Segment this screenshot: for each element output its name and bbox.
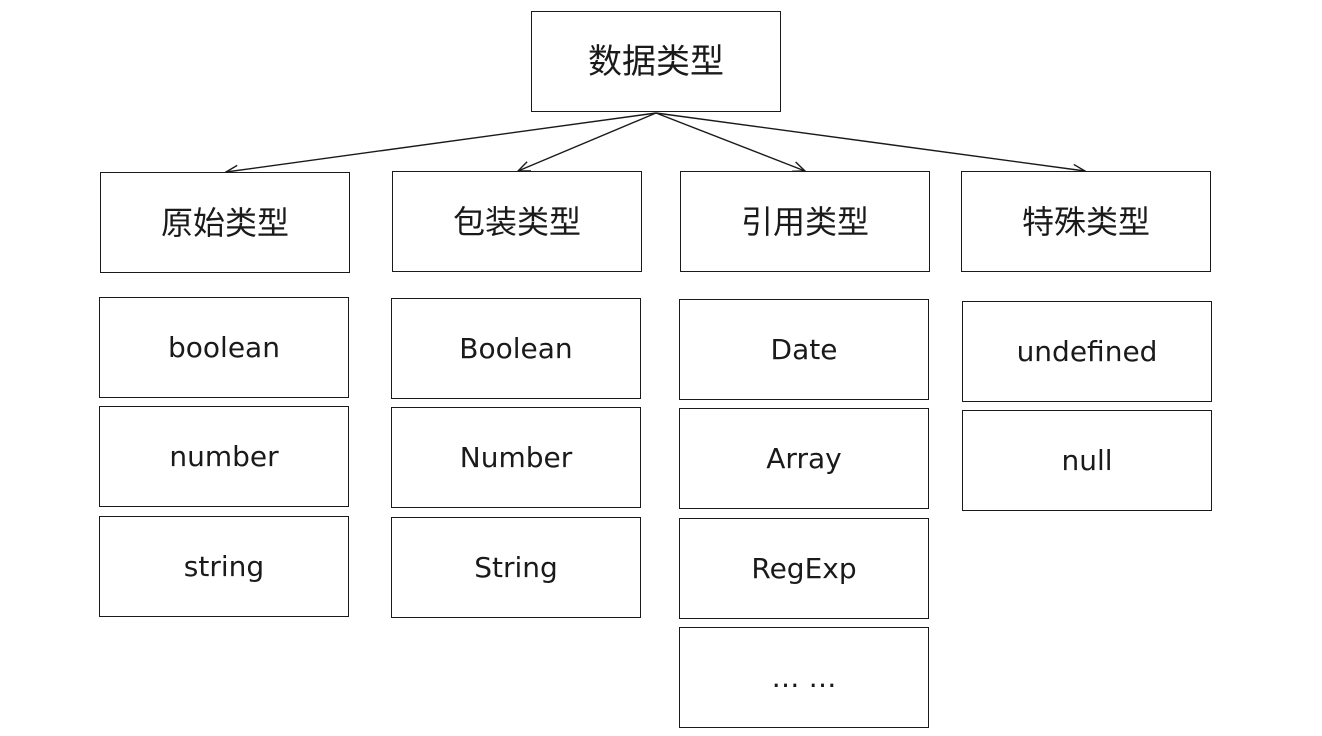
item-label: String bbox=[474, 550, 558, 584]
arrow-to-category-2 bbox=[518, 112, 657, 171]
arrow-to-category-1 bbox=[226, 112, 657, 172]
item-label: RegExp bbox=[751, 551, 857, 585]
category-box-wrapper: 包装类型 bbox=[392, 171, 642, 272]
category-label: 原始类型 bbox=[160, 203, 289, 242]
category-box-special: 特殊类型 bbox=[961, 171, 1211, 272]
item-label: undefined bbox=[1016, 334, 1158, 368]
item-label: Date bbox=[770, 332, 838, 366]
category-box-reference: 引用类型 bbox=[680, 171, 930, 272]
arrow-to-category-4 bbox=[655, 112, 1085, 171]
item-label: number bbox=[169, 439, 279, 473]
category-label: 包装类型 bbox=[452, 202, 581, 241]
root-node-label: 数据类型 bbox=[588, 41, 724, 82]
item-box: Boolean bbox=[391, 298, 641, 399]
item-box: Date bbox=[679, 299, 929, 400]
item-box: boolean bbox=[99, 297, 349, 398]
item-box: undefined bbox=[962, 301, 1212, 402]
item-label: null bbox=[1061, 443, 1113, 477]
item-label: boolean bbox=[168, 330, 280, 364]
item-label: Number bbox=[459, 440, 573, 474]
item-box: … … bbox=[679, 627, 929, 728]
item-box: Number bbox=[391, 407, 641, 508]
category-label: 引用类型 bbox=[740, 202, 869, 241]
item-label: string bbox=[183, 549, 265, 583]
item-box: Array bbox=[679, 408, 929, 509]
arrow-to-category-3 bbox=[655, 112, 805, 171]
item-box: RegExp bbox=[679, 518, 929, 619]
item-label: … … bbox=[771, 660, 837, 694]
item-box: string bbox=[99, 516, 349, 617]
root-node-box: 数据类型 bbox=[531, 11, 781, 112]
item-label: Boolean bbox=[459, 331, 573, 365]
category-label: 特殊类型 bbox=[1021, 202, 1150, 241]
item-box: String bbox=[391, 517, 641, 618]
category-box-primitive: 原始类型 bbox=[100, 172, 350, 273]
item-label: Array bbox=[766, 441, 842, 475]
item-box: number bbox=[99, 406, 349, 507]
item-box: null bbox=[962, 410, 1212, 511]
